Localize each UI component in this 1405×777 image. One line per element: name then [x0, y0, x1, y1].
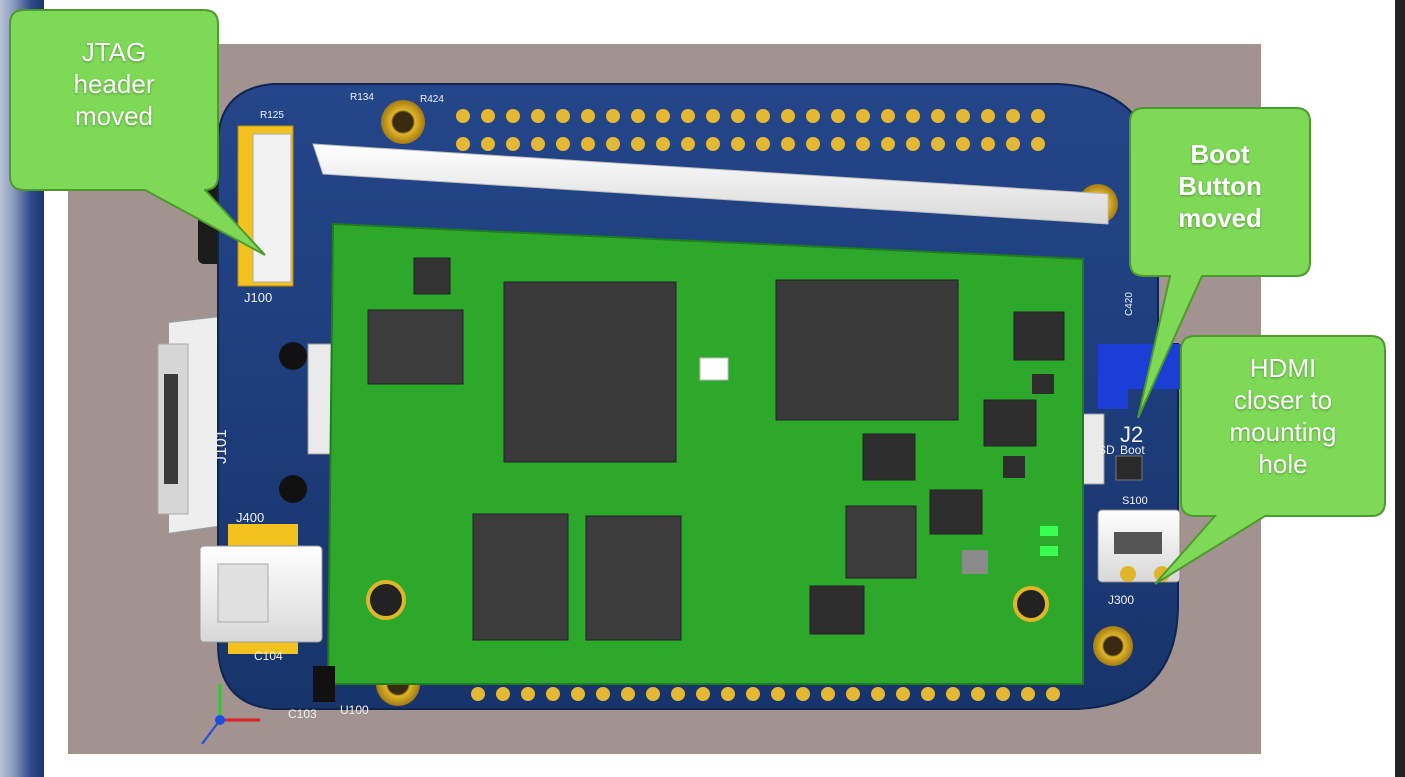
label-c103: C103 — [288, 707, 317, 721]
callout-hdmi-line-2: closer to — [1233, 385, 1333, 415]
label-j300: J300 — [1108, 593, 1134, 607]
top-header-pins — [456, 109, 1045, 151]
label-j400: J400 — [236, 510, 264, 525]
callout-boot-text: Boot Button moved — [1130, 138, 1310, 234]
callout-hdmi-closer: HDMI closer to mounting hole — [1154, 335, 1386, 586]
usb-connector — [199, 524, 323, 654]
cap-1 — [279, 342, 307, 370]
module-hole-right — [1013, 586, 1049, 622]
label-r134: R134 — [350, 92, 374, 103]
boot-button-cap — [1098, 344, 1188, 409]
callout-boot-line-1: Boot — [1190, 139, 1250, 169]
jtag-header — [237, 125, 294, 287]
callout-jtag-line-3: moved — [74, 101, 154, 131]
callout-boot-shape — [1129, 107, 1311, 419]
module-hole-left — [366, 580, 406, 620]
u100-chip — [313, 666, 335, 702]
label-r125: R125 — [260, 110, 284, 121]
callout-jtag-text: JTAG header moved — [10, 36, 218, 132]
right-window-edge — [1395, 0, 1405, 777]
callout-boot-line-3: moved — [1178, 203, 1262, 233]
callout-boot-button-moved: Boot Button moved — [1129, 107, 1311, 419]
callout-hdmi-text: HDMI closer to mounting hole — [1181, 352, 1385, 480]
sodimm-socket — [312, 143, 1109, 225]
callout-jtag-shape — [9, 9, 266, 256]
callout-hdmi-shape — [1154, 335, 1386, 585]
label-u100: U100 — [340, 703, 369, 717]
callout-boot-line-2: Button — [1178, 171, 1262, 201]
boot-switch — [1115, 455, 1143, 481]
callout-jtag-line-2: header — [73, 69, 155, 99]
cap-2 — [279, 475, 307, 503]
module-chips — [367, 257, 1065, 641]
led-2 — [1040, 546, 1058, 556]
label-c420: C420 — [1124, 292, 1135, 316]
label-r424: R424 — [420, 94, 444, 105]
micro-hdmi-connector — [1097, 509, 1181, 583]
label-boot: Boot — [1120, 443, 1145, 457]
label-j100: J100 — [244, 290, 272, 305]
callout-jtag-line-1: JTAG — [81, 37, 147, 67]
axis-triad — [201, 684, 260, 745]
label-s100: S100 — [1122, 495, 1148, 507]
pcb-render: J100 J101 J400 J300 J2 Boot SD S100 C104… — [157, 83, 1188, 745]
label-j101: J101 — [213, 429, 230, 464]
label-c104: C104 — [254, 649, 283, 663]
callout-jtag-header-moved: JTAG header moved — [9, 9, 266, 256]
led-1 — [1040, 526, 1058, 536]
callout-hdmi-line-1: HDMI — [1249, 353, 1317, 383]
label-j2: J2 — [1120, 422, 1143, 447]
callout-hdmi-line-4: hole — [1258, 449, 1308, 479]
label-sd: SD — [1098, 443, 1115, 457]
callout-hdmi-line-3: mounting — [1229, 417, 1337, 447]
pcb-3d-view: J100 J101 J400 J300 J2 Boot SD S100 C104… — [68, 44, 1261, 754]
